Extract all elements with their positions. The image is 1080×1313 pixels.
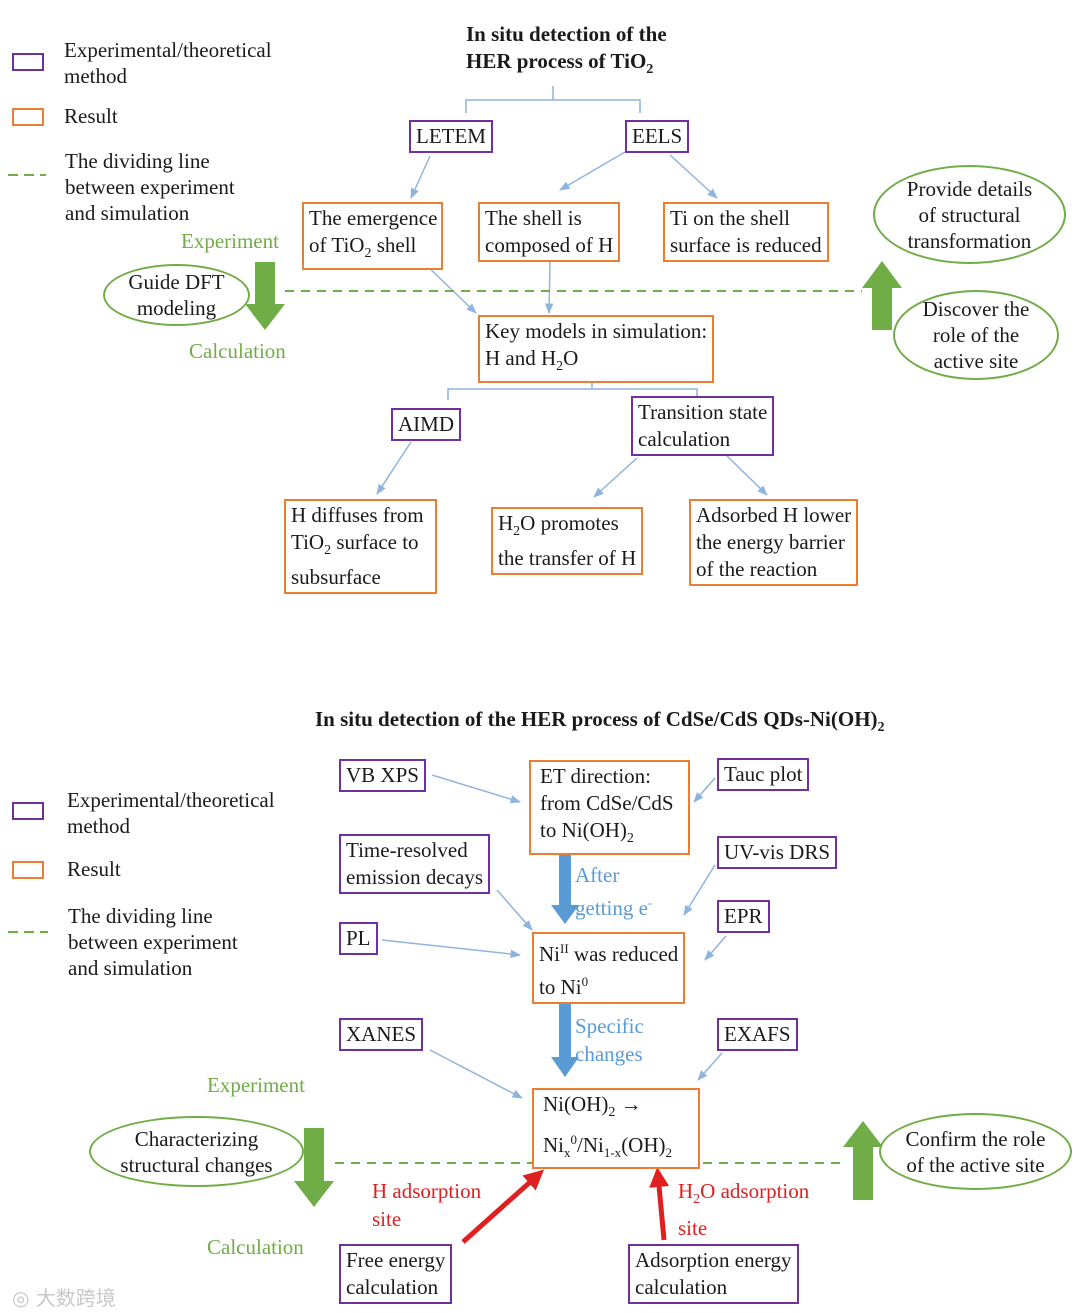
arrow-pl-ni bbox=[381, 939, 522, 959]
et-direction-box: ET direction: from CdSe/CdS to Ni(OH)2 bbox=[529, 760, 690, 856]
guide-dft-ellipse: Guide DFT modeling bbox=[103, 264, 250, 326]
arrow-epr-ni bbox=[704, 935, 727, 961]
provide-details-ellipse: Provide details of structural transforma… bbox=[873, 165, 1066, 264]
discover-role-ellipse: Discover the role of the active site bbox=[893, 290, 1059, 380]
free-energy-box: Free energy calculation bbox=[339, 1244, 453, 1304]
legend-method-swatch-top bbox=[12, 53, 44, 71]
uvvis-box: UV-vis DRS bbox=[717, 836, 838, 869]
bottom-title: In situ detection of the HER process of … bbox=[315, 707, 885, 736]
arrow-ts-h2o bbox=[593, 457, 638, 498]
red-arrow-h bbox=[461, 1169, 544, 1244]
arrow-exafs-nioh bbox=[697, 1052, 723, 1081]
letem-box: LETEM bbox=[409, 120, 493, 153]
epr-box: EPR bbox=[717, 900, 770, 933]
legend-dividing-text-top: The dividing line between experiment and… bbox=[65, 149, 235, 225]
arrow-xanes-nioh bbox=[429, 1049, 523, 1099]
experiment-label-bottom: Experiment bbox=[207, 1073, 305, 1097]
arrow-shell-key bbox=[544, 261, 554, 315]
arrow-tauc-et bbox=[693, 777, 716, 803]
arrow-aimd-hdiff bbox=[376, 441, 412, 495]
top-title: In situ detection of the HER process of … bbox=[466, 22, 667, 78]
legend-result-text-bottom: Result bbox=[67, 857, 121, 881]
aimd-box: AIMD bbox=[391, 408, 461, 441]
xanes-box: XANES bbox=[339, 1018, 424, 1051]
ni-reduced-box: NiII was reduced to Ni0 bbox=[532, 932, 686, 1004]
arrow-trd-ni bbox=[496, 889, 533, 931]
arrow-eels-ti bbox=[669, 154, 718, 199]
blue-arrow-specific bbox=[551, 996, 579, 1077]
result-ti-box: Ti on the shell surface is reduced bbox=[663, 202, 829, 262]
arrow-ts-adsorbed bbox=[726, 455, 768, 496]
arrow-eels-shell bbox=[559, 151, 626, 191]
calculation-label-bottom: Calculation bbox=[207, 1235, 304, 1259]
nioh-transform-box: Ni(OH)2 → Nix0/Ni1-x(OH)2 bbox=[532, 1088, 700, 1170]
brace-top bbox=[465, 86, 641, 113]
green-down-arrow-bottom bbox=[294, 1128, 334, 1207]
calculation-label-top: Calculation bbox=[189, 339, 286, 363]
transition-state-box: Transition state calculation bbox=[631, 396, 775, 456]
watermark: ◎ 大数跨境 bbox=[12, 1286, 116, 1310]
key-models-box: Key models in simulation: H and H2O bbox=[478, 315, 715, 384]
after-getting-label: After getting e- bbox=[575, 863, 653, 920]
result-emergence-box: The emergence of TiO2 shell bbox=[302, 202, 444, 271]
adsorbed-h-box: Adsorbed H lower the energy barrier of t… bbox=[689, 499, 859, 586]
confirm-role-ellipse: Confirm the role of the active site bbox=[879, 1113, 1072, 1190]
green-down-arrow-top bbox=[245, 262, 285, 330]
arrow-uvvis-ni bbox=[683, 864, 716, 916]
tauc-plot-box: Tauc plot bbox=[717, 758, 810, 791]
exafs-box: EXAFS bbox=[717, 1018, 798, 1051]
watermark-logo-icon: ◎ bbox=[12, 1286, 30, 1310]
h-diffuses-box: H diffuses from TiO2 surface to subsurfa… bbox=[284, 499, 437, 595]
h2o-adsorption-label: H2O adsorption site bbox=[678, 1179, 810, 1241]
legend-result-swatch-bottom bbox=[12, 861, 44, 879]
characterizing-ellipse: Characterizing structural changes bbox=[89, 1116, 304, 1187]
blue-arrow-after bbox=[551, 852, 579, 924]
legend-result-text-top: Result bbox=[64, 104, 118, 128]
legend-method-swatch-bottom bbox=[12, 802, 44, 820]
legend-method-text-top: Experimental/theoretical method bbox=[64, 38, 272, 88]
time-resolved-box: Time-resolved emission decays bbox=[339, 834, 491, 894]
green-up-arrow-top bbox=[862, 261, 902, 330]
h-adsorption-label: H adsorption site bbox=[372, 1179, 482, 1231]
red-arrow-h2o bbox=[649, 1167, 670, 1241]
legend-result-swatch-top bbox=[12, 108, 44, 126]
adsorption-energy-box: Adsorption energy calculation bbox=[628, 1244, 799, 1304]
green-up-arrow-bottom bbox=[843, 1121, 883, 1200]
legend-method-text-bottom: Experimental/theoretical method bbox=[67, 788, 275, 838]
specific-changes-label: Specific changes bbox=[575, 1014, 644, 1066]
arrow-letem-emergence bbox=[410, 155, 431, 199]
experiment-label-top: Experiment bbox=[181, 229, 279, 253]
result-shell-box: The shell is composed of H bbox=[478, 202, 621, 262]
h2o-promotes-box: H2O promotes the transfer of H bbox=[491, 507, 644, 576]
pl-box: PL bbox=[339, 922, 378, 955]
arrow-emergence-key bbox=[422, 261, 477, 314]
arrow-vbxps-et bbox=[431, 774, 522, 804]
legend-dividing-text-bottom: The dividing line between experiment and… bbox=[68, 904, 238, 980]
eels-box: EELS bbox=[625, 120, 690, 153]
vbxps-box: VB XPS bbox=[339, 759, 426, 792]
